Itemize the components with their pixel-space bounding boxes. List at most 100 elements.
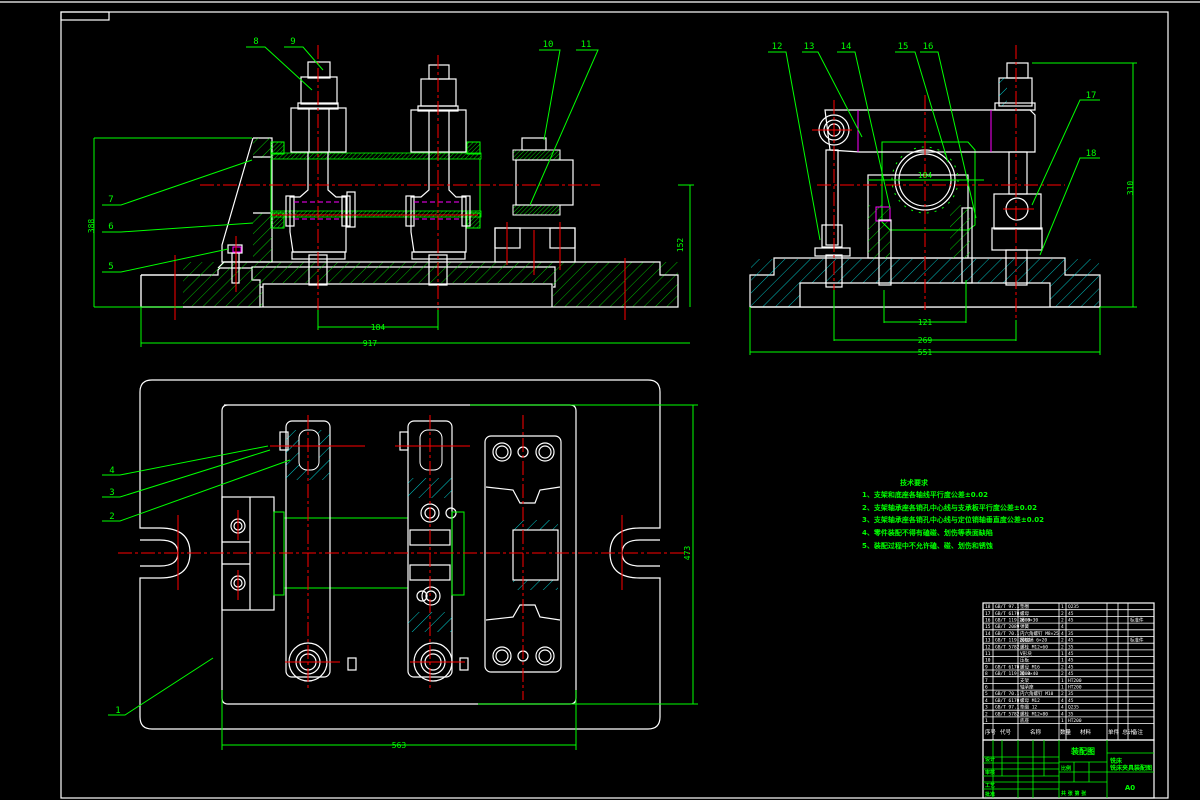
balloon-6: 6 bbox=[108, 222, 113, 232]
balloon-10: 10 bbox=[543, 40, 554, 50]
bom-cell-no: 9 bbox=[985, 664, 988, 670]
balloon-13: 13 bbox=[804, 42, 815, 52]
bom-cell-name: 垫圈 bbox=[1020, 603, 1029, 610]
bom-header-code: 代号 bbox=[1000, 728, 1012, 736]
bom-cell-code: GB/T 97.1 bbox=[995, 604, 1020, 610]
front-leaders bbox=[102, 46, 599, 273]
dim-front-height: 388 bbox=[87, 219, 96, 234]
bom-cell-code: GB/T 119-2000 bbox=[995, 618, 1031, 624]
bom-cell-mat: HT200 bbox=[1068, 678, 1082, 684]
title-sheet: A0 bbox=[1125, 784, 1135, 792]
bom-cell-code: GB/T 5782 bbox=[995, 644, 1020, 650]
title-sheet-info: 共 张 第 张 bbox=[1061, 790, 1087, 797]
bom-cell-code: GB/T 6170 bbox=[995, 611, 1020, 617]
balloon-8: 8 bbox=[253, 37, 258, 47]
bom-cell-code: GB/T 2089 bbox=[995, 624, 1020, 630]
front-dimensions bbox=[93, 137, 694, 347]
bom-cell-qty: 1 bbox=[1061, 718, 1064, 724]
dim-side-width: 551 bbox=[918, 348, 933, 357]
bom-cell-no: 17 bbox=[985, 611, 991, 617]
bom-cell-qty: 1 bbox=[1061, 604, 1064, 610]
bom-cell-mat: 45 bbox=[1068, 671, 1074, 677]
dim-side-height: 310 bbox=[1126, 181, 1135, 196]
balloon-16: 16 bbox=[923, 42, 934, 52]
bom-cell-mat: HT200 bbox=[1068, 685, 1082, 691]
title-scale-label: 比例 bbox=[1061, 765, 1071, 772]
v-block bbox=[494, 137, 576, 263]
dim-rod-spacing: 184 bbox=[371, 323, 386, 332]
bom-header-name: 名称 bbox=[1030, 728, 1042, 736]
bom-header-qty: 数量 bbox=[1060, 728, 1072, 736]
bom-cell-name: V形块 bbox=[1020, 650, 1032, 657]
bom-cell-mat: 35 bbox=[1068, 631, 1074, 637]
bom-cell-qty: 1 bbox=[1061, 658, 1064, 664]
bom-cell-code: GB/T 70.1 bbox=[995, 631, 1020, 637]
balloon-7: 7 bbox=[108, 195, 113, 205]
side-leaders bbox=[768, 51, 1100, 256]
bom-cell-code: GB/T 97.1 bbox=[995, 705, 1020, 711]
title-approve-label: 批准 bbox=[985, 791, 995, 798]
dim-plate-width: 563 bbox=[392, 741, 407, 750]
bom-cell-note: 标准件 bbox=[1130, 617, 1144, 624]
balloon-18: 18 bbox=[1086, 149, 1097, 159]
note-item: 4、零件装配不得有磕碰、划伤等表面缺陷 bbox=[862, 528, 993, 537]
bom-header-weight: 单件 总计 bbox=[1108, 728, 1134, 736]
bom-cell-qty: 1 bbox=[1061, 651, 1064, 657]
title-check-label: 审核 bbox=[985, 769, 995, 776]
bom-cell-name: 螺母 M16 bbox=[1020, 663, 1040, 670]
bom-cell-qty: 4 bbox=[1061, 698, 1064, 704]
bom-cell-name: 支架 bbox=[1020, 677, 1029, 684]
bom-cell-name: 弹簧 bbox=[1020, 623, 1029, 630]
top-leaders bbox=[102, 445, 291, 716]
bom-cell-code: GB/T 119-2000 bbox=[995, 638, 1031, 644]
title-school: 铣床 bbox=[1110, 757, 1123, 765]
note-item: 1、支架和底座各轴线平行度公差±0.02 bbox=[862, 490, 988, 499]
bom-cell-name: 螺母 M12 bbox=[1020, 697, 1040, 704]
bom-cell-qty: 2 bbox=[1061, 618, 1064, 624]
bom-cell-code: GB/T 5782 bbox=[995, 711, 1020, 717]
bom-cell-qty: 2 bbox=[1061, 638, 1064, 644]
dim-plate-height: 473 bbox=[683, 546, 692, 561]
note-item: 2、支架轴承座各销孔中心线与支承板平行度公差±0.02 bbox=[862, 503, 1037, 512]
title-block: 装配图 铣床 铣床夹具装配图 A0 比例 共 张 第 张 设计 审核 工艺 批准 bbox=[982, 739, 1155, 799]
bom-cell-name: 内六角螺钉 M8×25 bbox=[1020, 630, 1059, 637]
dim-bore: 184 bbox=[918, 171, 933, 180]
bom-cell-code: GB/T 6170 bbox=[995, 664, 1020, 670]
technical-notes: 技术要求 1、支架和底座各轴线平行度公差±0.02 2、支架轴承座各销孔中心线与… bbox=[862, 478, 1044, 550]
bom-cell-no: 8 bbox=[985, 671, 988, 677]
bom-cell-name: 垫圈 12 bbox=[1020, 704, 1037, 711]
balloon-9: 9 bbox=[290, 37, 295, 47]
bom-cell-name: 压板 bbox=[1020, 657, 1029, 664]
bom-cell-qty: 4 bbox=[1061, 631, 1064, 637]
bom-cell-no: 16 bbox=[985, 618, 991, 624]
side-dimensions bbox=[749, 62, 1137, 355]
balloon-11: 11 bbox=[581, 40, 592, 50]
bom-cell-mat: 35 bbox=[1068, 644, 1074, 650]
bom-cell-mat: 45 bbox=[1068, 698, 1074, 704]
dim-inner-width: 121 bbox=[918, 318, 933, 327]
bom-cell-name: 螺栓 M12×60 bbox=[1020, 643, 1048, 650]
bom-cell-no: 12 bbox=[985, 644, 991, 650]
bom-header-note: 备注 bbox=[1132, 728, 1144, 736]
bom-cell-qty: 4 bbox=[1061, 711, 1064, 717]
bom-cell-name: 圆柱销 6×20 bbox=[1020, 637, 1047, 644]
bom-cell-mat: 45 bbox=[1068, 611, 1074, 617]
dim-center-height: 152 bbox=[676, 238, 685, 253]
